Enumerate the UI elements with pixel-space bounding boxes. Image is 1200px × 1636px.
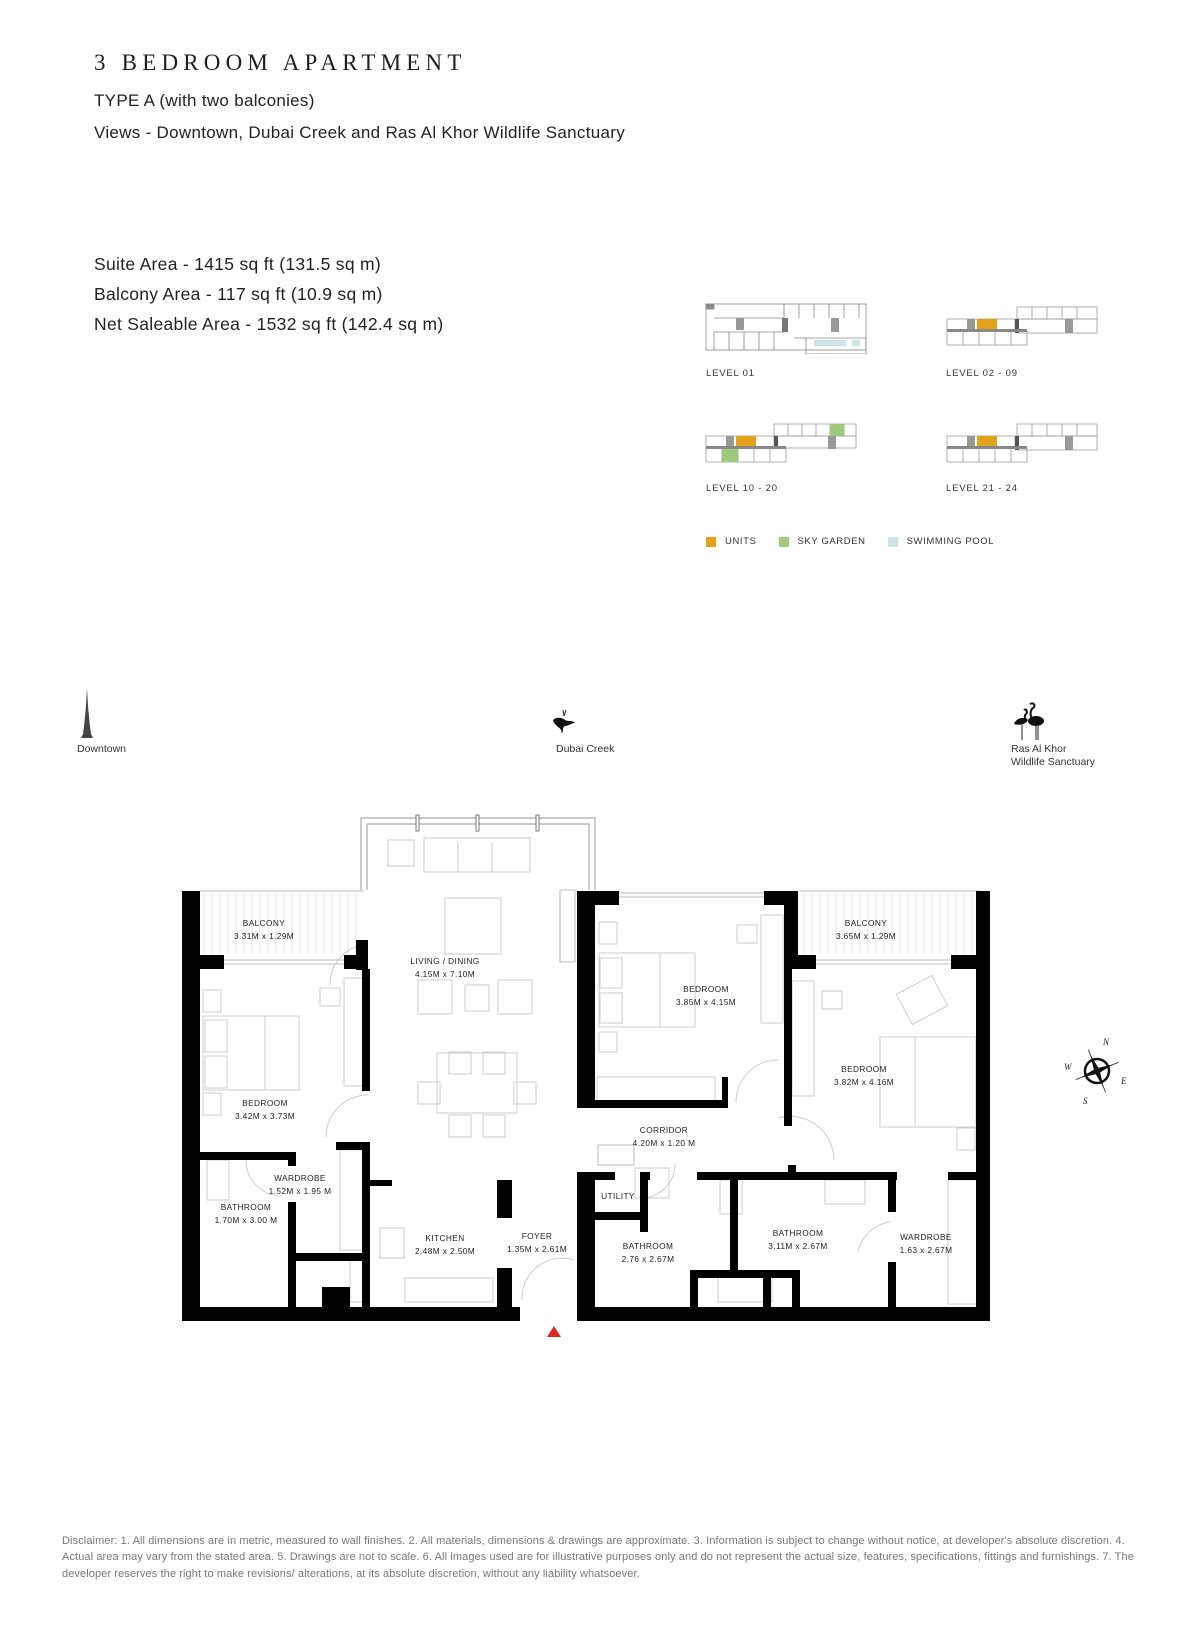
- room-label-balcony-west: BALCONY 3.31M x 1.29M: [234, 917, 294, 942]
- heron-icon: [553, 709, 575, 733]
- room-label-bedroom-center: BEDROOM 3.85M x 4.15M: [676, 983, 736, 1008]
- room-dims: 1.70M x 3.00 M: [214, 1214, 278, 1225]
- landmark-downtown: [80, 688, 94, 743]
- room-label-wardrobe-west: WARDROBE 1.52M x 1.95 M: [269, 1172, 332, 1197]
- key-plan-level-01-diagram: [705, 303, 867, 355]
- room-dims: 3.11M x 2.67M: [768, 1240, 828, 1251]
- room-name: CORRIDOR: [639, 1125, 689, 1135]
- balcony-area: Balcony Area - 117 sq ft (10.9 sq m): [94, 284, 383, 304]
- room-dims: 1.35M x 2.61M: [506, 1243, 568, 1254]
- compass-n: N: [1103, 1037, 1110, 1047]
- compass-icon: [1075, 1049, 1119, 1093]
- room-dims: 3.85M x 4.15M: [675, 996, 737, 1007]
- key-plan-level-01: [704, 302, 869, 355]
- room-name: LIVING / DINING: [410, 956, 480, 966]
- landmark-dubai-creek-label: Dubai Creek: [556, 743, 615, 755]
- flamingo-icon: [1014, 702, 1044, 740]
- pool-swatch-icon: [887, 536, 898, 547]
- unit-views: Views - Downtown, Dubai Creek and Ras Al…: [94, 123, 626, 142]
- key-plan-legend: UNITS SKY GARDEN SWIMMING POOL: [706, 536, 1016, 547]
- room-dims: 2.48M x 2.50M: [414, 1245, 476, 1256]
- room-dims: 3.42M x 3.73M: [234, 1110, 296, 1121]
- room-dims: 2.76 x 2.67M: [621, 1253, 675, 1264]
- room-label-bathroom-center: BATHROOM 2.76 x 2.67M: [622, 1240, 675, 1265]
- landmark-ras-al-khor: [1010, 702, 1050, 745]
- compass-w: W: [1064, 1062, 1072, 1072]
- room-name: WARDROBE: [900, 1232, 952, 1242]
- landmark-downtown-label: Downtown: [77, 743, 127, 755]
- room-dims: 3.31M x 1.29M: [233, 930, 295, 941]
- room-dims: 3.82M x 4.16M: [833, 1076, 895, 1087]
- suite-area: Suite Area - 1415 sq ft (131.5 sq m): [94, 254, 382, 274]
- room-name: KITCHEN: [425, 1233, 465, 1243]
- landmark-label-line: Wildlife Sanctuary: [1011, 756, 1096, 768]
- room-name: BATHROOM: [220, 1202, 272, 1212]
- room-dims: 4.15M x 7.10M: [414, 968, 476, 979]
- burj-khalifa-icon: [81, 688, 93, 738]
- landmark-dubai-creek: [551, 709, 579, 739]
- key-plan-level-21-24-diagram: [946, 423, 1098, 463]
- key-plan-level-02-09-diagram: [946, 306, 1098, 346]
- unit-type: TYPE A (with two balconies): [94, 91, 315, 110]
- legend-item-swimming-pool: SWIMMING POOL: [887, 536, 995, 547]
- room-name: BEDROOM: [841, 1064, 887, 1074]
- legend-label: SKY GARDEN: [797, 536, 866, 547]
- room-name: BATHROOM: [772, 1228, 824, 1238]
- room-label-utility: UTILITY: [601, 1190, 635, 1203]
- room-name: BEDROOM: [683, 984, 729, 994]
- key-plan-level-10-20-diagram: [705, 423, 857, 463]
- room-label-wardrobe-east: WARDROBE 1.63 x 2.67M: [900, 1231, 953, 1256]
- key-plan-level-21-24: [945, 422, 1100, 467]
- room-label-bedroom-east: BEDROOM 3.82M x 4.16M: [834, 1063, 894, 1088]
- room-name: BATHROOM: [622, 1241, 674, 1251]
- room-name: UTILITY: [601, 1191, 635, 1201]
- disclaimer: Disclaimer: 1. All dimensions are in met…: [62, 1535, 1134, 1580]
- legend-item-units: UNITS: [706, 536, 757, 547]
- room-dims: 1.52M x 1.95 M: [268, 1185, 332, 1196]
- key-plan-level-02-09: [945, 305, 1100, 347]
- compass-rose: N E S W: [1064, 1037, 1130, 1106]
- legend-label: UNITS: [725, 536, 757, 547]
- key-plan-label: LEVEL 21 - 24: [946, 483, 1018, 494]
- compass-s: S: [1083, 1096, 1088, 1106]
- room-label-living-dining: LIVING / DINING 4.15M x 7.10M: [410, 955, 479, 980]
- room-name: WARDROBE: [274, 1173, 326, 1183]
- room-name: BALCONY: [242, 918, 286, 928]
- room-label-bathroom-east: BATHROOM 3.11M x 2.67M: [768, 1227, 827, 1252]
- room-label-kitchen: KITCHEN 2.48M x 2.50M: [415, 1232, 475, 1257]
- key-plan-label: LEVEL 02 - 09: [946, 368, 1018, 379]
- room-label-bathroom-west: BATHROOM 1.70M x 3.00 M: [215, 1201, 278, 1226]
- room-dims: 4.20M x 1.20 M: [632, 1137, 696, 1148]
- legend-item-sky-garden: SKY GARDEN: [778, 536, 866, 547]
- key-plan-level-10-20: [704, 422, 859, 467]
- compass-e: E: [1121, 1076, 1127, 1086]
- landmark-label-line: Ras Al Khor: [1011, 743, 1067, 755]
- room-dims: 1.63 x 2.67M: [899, 1244, 953, 1255]
- room-label-balcony-east: BALCONY 3.65M x 1.29M: [836, 917, 896, 942]
- net-saleable-area: Net Saleable Area - 1532 sq ft (142.4 sq…: [94, 314, 444, 334]
- units-swatch-icon: [706, 536, 716, 547]
- room-label-corridor: CORRIDOR 4.20M x 1.20 M: [633, 1124, 696, 1149]
- room-dims: 3.65M x 1.29M: [835, 930, 897, 941]
- room-name: FOYER: [521, 1231, 553, 1241]
- entrance-marker-icon: [547, 1326, 561, 1337]
- room-name: BALCONY: [844, 918, 888, 928]
- key-plan-label: LEVEL 10 - 20: [706, 483, 778, 494]
- key-plan-label: LEVEL 01: [706, 368, 755, 379]
- room-name: BEDROOM: [242, 1098, 288, 1108]
- room-label-foyer: FOYER 1.35M x 2.61M: [507, 1230, 567, 1255]
- page-title: 3 BEDROOM APARTMENT: [94, 50, 467, 75]
- legend-label: SWIMMING POOL: [906, 536, 995, 547]
- room-label-bedroom-west: BEDROOM 3.42M x 3.73M: [235, 1097, 295, 1122]
- sky-garden-swatch-icon: [778, 536, 789, 547]
- landmark-ras-al-khor-label: Ras Al Khor Wildlife Sanctuary: [1011, 743, 1095, 769]
